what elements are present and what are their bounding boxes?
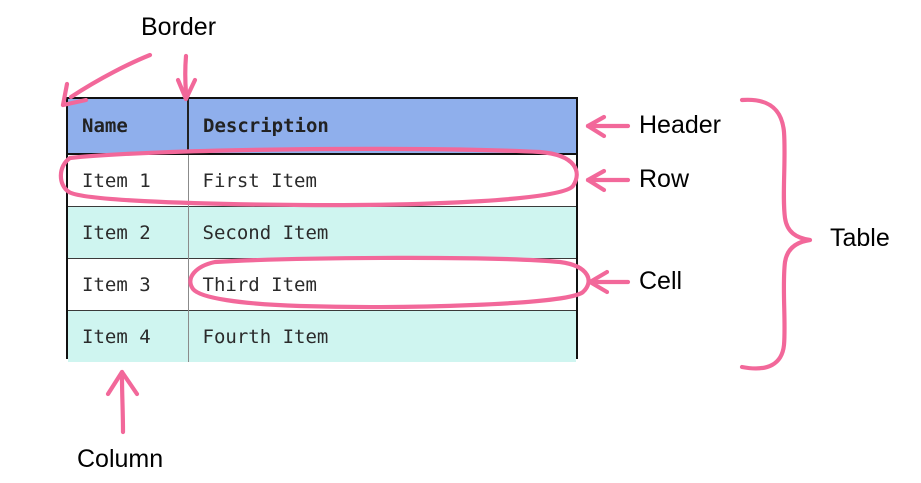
cell-description: Third Item	[187, 258, 576, 311]
column-header-description: Description	[187, 99, 576, 155]
cell-description: Fourth Item	[187, 310, 576, 362]
example-table: Name Description Item 1 First Item Item …	[68, 99, 576, 362]
header-arrow	[585, 114, 631, 139]
row-arrow	[585, 168, 631, 193]
cell-name: Item 3	[68, 258, 188, 311]
annotation-label-column: Column	[77, 445, 164, 473]
cell-description: First Item	[187, 154, 576, 207]
annotation-label-header: Header	[639, 111, 721, 139]
cell-description: Second Item	[187, 206, 576, 259]
annotation-label-cell: Cell	[639, 267, 683, 295]
annotation-label-border: Border	[141, 13, 217, 41]
table-row: Item 1 First Item	[68, 154, 576, 207]
table-row: Item 2 Second Item	[68, 206, 576, 259]
border-arrow-divider	[175, 53, 198, 102]
annotation-label-row: Row	[639, 165, 690, 193]
table-header-row: Name Description	[68, 99, 576, 155]
column-arrow	[105, 369, 140, 435]
table-header: Name Description	[68, 99, 576, 155]
cell-name: Item 4	[68, 310, 188, 362]
table-body: Item 1 First Item Item 2 Second Item Ite…	[68, 154, 576, 362]
table-brace	[739, 97, 813, 371]
cell-name: Item 2	[68, 206, 188, 259]
column-header-name: Name	[68, 99, 188, 155]
table-container: Name Description Item 1 First Item Item …	[66, 97, 578, 362]
table-row: Item 3 Third Item	[68, 258, 576, 311]
cell-arrow	[587, 269, 631, 295]
cell-name: Item 1	[68, 154, 188, 207]
table-row: Item 4 Fourth Item	[68, 310, 576, 362]
annotation-label-table: Table	[830, 224, 890, 252]
